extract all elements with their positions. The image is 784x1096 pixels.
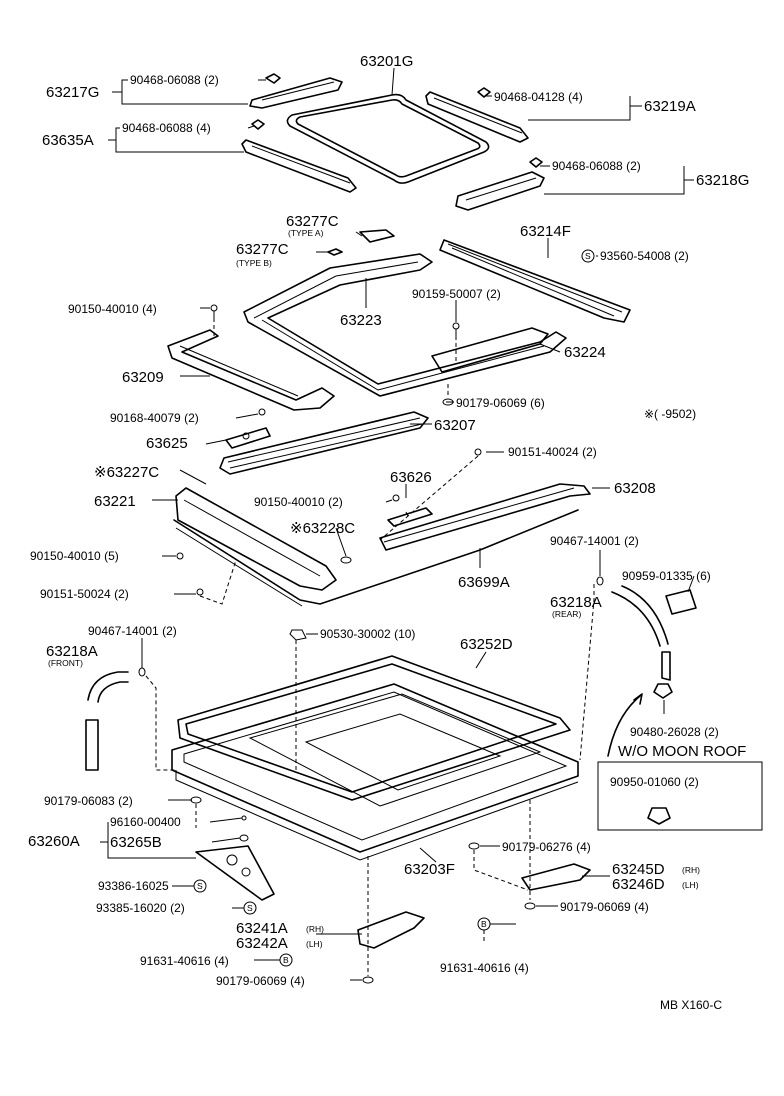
b-symbol: B [481, 919, 487, 929]
part-63214F-rail [439, 239, 631, 323]
label-63218A-front: 63218A [46, 643, 98, 660]
label-63242A: 63242A [236, 935, 288, 952]
part-63209-guide [167, 329, 335, 411]
label-90150-40010-a: 90150-40010 (4) [68, 302, 157, 316]
label-90467-14001-a: 90467-14001 (2) [550, 534, 639, 548]
label-63265B: 63265B [110, 834, 162, 851]
s-symbol: S [585, 251, 591, 261]
label-93386: 93386-16025 [98, 879, 169, 893]
b-symbol: B [283, 955, 289, 965]
label-90468-06088-c: 90468-06088 (2) [552, 159, 641, 173]
part-63223-frame [243, 253, 567, 397]
label-63218G: 63218G [696, 172, 749, 189]
label-63221: 63221 [94, 493, 136, 510]
label-90480: 90480-26028 (2) [630, 725, 719, 739]
part-63201G-seal [286, 93, 490, 184]
part-63208-track [379, 483, 591, 551]
label-63625: 63625 [146, 435, 188, 452]
part-63260A-bracket [195, 845, 275, 901]
label-lh-2: (LH) [306, 939, 323, 949]
label-90959: 90959-01335 (6) [622, 569, 711, 583]
part-63626-link [387, 507, 433, 527]
label-90468-06088-a: 90468-06088 (2) [130, 73, 219, 87]
label-type-b: (TYPE B) [236, 258, 272, 268]
leader-lines [100, 67, 695, 981]
label-rear: (REAR) [552, 609, 581, 619]
label-front: (FRONT) [48, 658, 83, 668]
label-90950: 90950-01060 (2) [610, 775, 699, 789]
label-63252D: 63252D [460, 636, 513, 653]
label-63217G: 63217G [46, 84, 99, 101]
part-labels: 63201G 63217G 90468-06088 (2) 90468-0412… [28, 53, 749, 1012]
s-symbol: S [247, 903, 253, 913]
label-63227C: ※63227C [94, 464, 159, 481]
s-symbol: S [197, 881, 203, 891]
label-93560: 93560-54008 (2) [600, 249, 689, 263]
part-63218A-rear-hose [611, 585, 697, 699]
label-wo-moon-roof: W/O MOON ROOF [618, 743, 746, 760]
wo-moon-roof-box [597, 693, 763, 831]
label-90179-06083: 90179-06083 (2) [44, 794, 133, 808]
part-63207-track [219, 411, 429, 475]
label-63207: 63207 [434, 417, 476, 434]
part-63245D-bracket [521, 863, 591, 891]
part-63218G-bracket [455, 157, 545, 211]
label-63209: 63209 [122, 369, 164, 386]
label-90179-06276: 90179-06276 (4) [502, 840, 591, 854]
part-63277C-clips [327, 229, 395, 256]
label-mb-x160c: MB X160-C [660, 998, 722, 1012]
label-type-a: (TYPE A) [288, 228, 324, 238]
label-90150-40010-b: 90150-40010 (2) [254, 495, 343, 509]
label-rh-2: (RH) [306, 924, 324, 934]
label-90530: 90530-30002 (10) [320, 627, 415, 641]
label-90468-06088-b: 90468-06088 (4) [122, 121, 211, 135]
part-63241A-bracket [357, 911, 425, 949]
part-63635A-rail [241, 119, 357, 193]
label-63223: 63223 [340, 312, 382, 329]
part-63218A-front-hose [85, 671, 129, 771]
label-63699A: 63699A [458, 574, 510, 591]
label-63224: 63224 [564, 344, 606, 361]
label-63260A: 63260A [28, 833, 80, 850]
label-lh-1: (LH) [682, 880, 699, 890]
dashed-lines [145, 318, 595, 976]
label-90467-14001-b: 90467-14001 (2) [88, 624, 177, 638]
label-63214F: 63214F [520, 223, 571, 240]
label-90179-06069-a: 90179-06069 (6) [456, 396, 545, 410]
label-note-9502: ※( -9502) [644, 407, 696, 421]
label-63228C: ※63228C [290, 520, 355, 537]
label-63246D: 63246D [612, 876, 665, 893]
label-63219A: 63219A [644, 98, 696, 115]
label-63201G: 63201G [360, 53, 413, 70]
part-63625-clip [225, 427, 271, 449]
label-63277C-b: 63277C [236, 241, 289, 258]
label-rh-1: (RH) [682, 865, 700, 875]
label-63203F: 63203F [404, 861, 455, 878]
part-63252D-seal [177, 655, 571, 801]
label-90179-06069-c: 90179-06069 (4) [216, 974, 305, 988]
label-63635A: 63635A [42, 132, 94, 149]
label-91631-a: 91631-40616 (4) [140, 954, 229, 968]
label-90151-40024: 90151-40024 (2) [508, 445, 597, 459]
part-63217G-bracket [249, 73, 343, 109]
label-90151-50024: 90151-50024 (2) [40, 587, 129, 601]
label-63218A-rear: 63218A [550, 594, 602, 611]
label-63277C-a: 63277C [286, 213, 339, 230]
label-90150-40010-c: 90150-40010 (5) [30, 549, 119, 563]
part-63221-frame [173, 487, 579, 607]
label-63241A: 63241A [236, 920, 288, 937]
label-93385: 93385-16020 (2) [96, 901, 185, 915]
label-90468-04128: 90468-04128 (4) [494, 90, 583, 104]
label-63626: 63626 [390, 469, 432, 486]
label-90179-06069-b: 90179-06069 (4) [560, 900, 649, 914]
label-90159: 90159-50007 (2) [412, 287, 501, 301]
label-63245D: 63245D [612, 861, 665, 878]
label-96160: 96160-00400 [110, 815, 181, 829]
label-63208: 63208 [614, 480, 656, 497]
label-90168: 90168-40079 (2) [110, 411, 199, 425]
label-91631-b: 91631-40616 (4) [440, 961, 529, 975]
part-63219A-rail [425, 87, 529, 143]
